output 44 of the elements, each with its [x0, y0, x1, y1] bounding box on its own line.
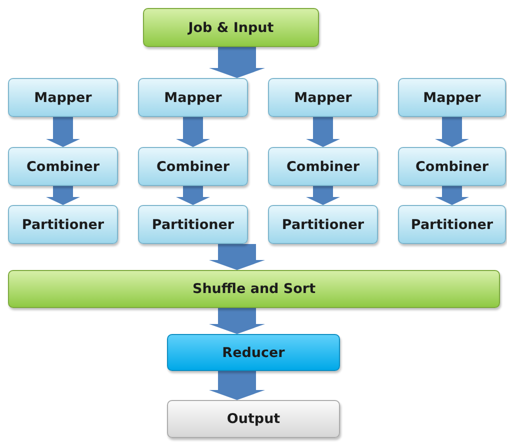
process-box [8, 205, 118, 244]
process-box [8, 147, 118, 186]
process-box [167, 400, 340, 438]
box-label: Job & Input [188, 20, 274, 36]
block-arrow [176, 117, 210, 147]
box-label: Output [226, 411, 280, 427]
box-label: Partitioner [22, 216, 104, 232]
block-arrow [306, 117, 340, 147]
box-label: Combiner [156, 158, 230, 174]
process-box [138, 78, 248, 117]
process-box [8, 270, 500, 308]
block-arrow [435, 186, 469, 205]
box-label: Mapper [164, 90, 222, 106]
process-box [398, 147, 506, 186]
box-label: Mapper [34, 90, 92, 106]
block-arrow [176, 186, 210, 205]
block-arrow [435, 117, 469, 147]
block-arrow [46, 117, 80, 147]
process-box [398, 78, 506, 117]
block-arrow [306, 186, 340, 205]
process-box [398, 205, 506, 244]
box-label: Combiner [26, 158, 100, 174]
block-arrow [209, 371, 265, 400]
box-label: Mapper [294, 90, 352, 106]
process-box [268, 147, 378, 186]
process-box [143, 8, 319, 47]
box-label: Partitioner [282, 216, 364, 232]
box-label: Shuffle and Sort [192, 281, 316, 297]
process-box [268, 205, 378, 244]
box-label: Combiner [416, 158, 488, 174]
process-box [138, 147, 248, 186]
process-box [268, 78, 378, 117]
box-label: Partitioner [152, 216, 234, 232]
block-arrow [46, 186, 80, 205]
block-arrow [209, 308, 265, 334]
box-label: Partitioner [410, 216, 494, 232]
process-box [138, 205, 248, 244]
box-label: Reducer [222, 344, 285, 360]
block-arrow [209, 244, 265, 270]
box-label: Combiner [286, 158, 360, 174]
box-label: Mapper [423, 90, 481, 106]
process-box [8, 78, 118, 117]
process-box [167, 334, 340, 371]
block-arrow [209, 47, 265, 78]
